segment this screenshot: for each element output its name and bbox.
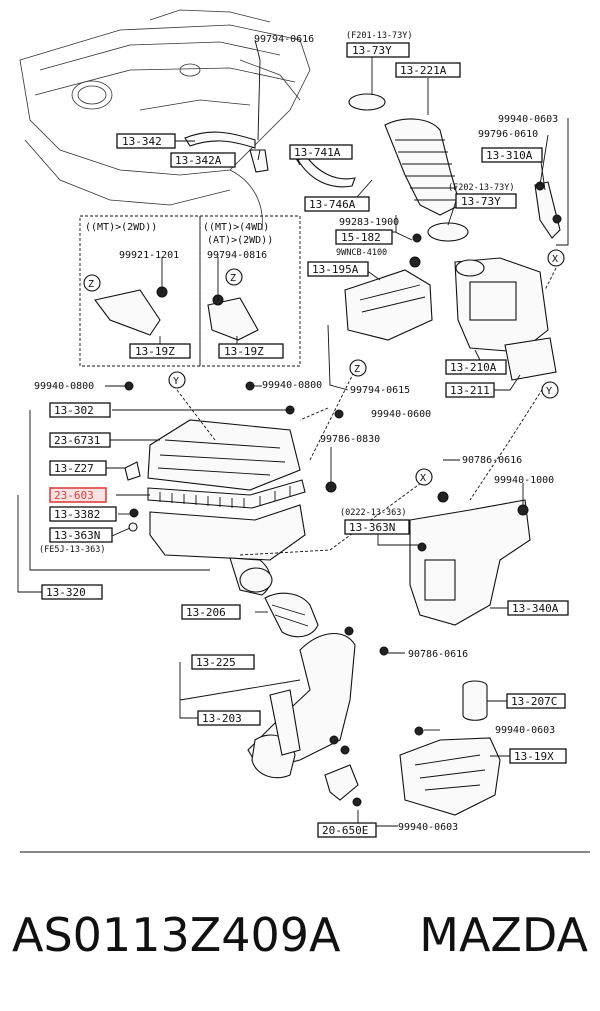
intake-hose-lower — [264, 592, 319, 638]
air-cleaner-cover — [147, 419, 301, 491]
callout-labels: 99794-0616 (F201-13-73Y) 99940-0603 9979… — [34, 31, 558, 833]
highlighted-part-label: 23-603 — [54, 489, 94, 502]
cylinder-part — [462, 680, 488, 721]
callout-label: 99796-0610 — [478, 129, 538, 140]
callout-label: 99794-0616 — [254, 34, 314, 45]
callout-label: 9WNCB-4100 — [336, 248, 387, 258]
intake-pipe — [247, 626, 389, 779]
marker-x: X — [552, 254, 558, 265]
engine-outline — [19, 9, 311, 231]
variant-labels: ((MT)>(2WD)) ((MT)>(4WD) (AT)>(2WD)) — [85, 222, 273, 246]
marker-z: Z — [354, 364, 360, 375]
bracket-x-top — [534, 181, 562, 239]
part-label: 13-73Y — [461, 195, 501, 208]
part-labels: 13-73Y 13-221A 13-342 13-342A 13-741A 13… — [41, 42, 569, 838]
callout-label: (0222-13-363) — [340, 508, 407, 518]
air-filter-element — [147, 479, 306, 509]
parts-diagram: 99794-0616 (F201-13-73Y) 99940-0603 9979… — [17, 9, 590, 853]
part-label: 13-340A — [512, 602, 559, 615]
air-cleaner-case — [149, 504, 306, 596]
part-label: 13-741A — [294, 146, 341, 159]
part-label: 13-363N — [54, 529, 100, 542]
part-label: 13-19X — [514, 750, 554, 763]
part-label: 13-211 — [450, 384, 490, 397]
part-label: 13-Z27 — [54, 462, 94, 475]
part-label: 13-225 — [196, 656, 236, 669]
part-label: 13-210A — [450, 361, 497, 374]
air-cleaner-bracket — [409, 491, 531, 626]
markers: Z Z Z X X Y Y — [83, 249, 565, 486]
callout-label: 99940-0600 — [371, 409, 431, 420]
marker-z: Z — [230, 273, 236, 284]
leader-lines — [17, 39, 569, 829]
part-label: 13-363N — [349, 521, 395, 534]
part-label: 13-203 — [202, 712, 242, 725]
part-label: 15-182 — [341, 231, 381, 244]
callout-label: 99794-0816 — [207, 250, 267, 261]
part-label: 13-746A — [309, 198, 356, 211]
callout-label: 90786-0616 — [408, 649, 468, 660]
brand-caption: MAZDA — [419, 908, 588, 962]
callout-label: 99283-1900 — [339, 217, 399, 228]
part-label: 13-342A — [175, 154, 222, 167]
part-label: 13-207C — [511, 695, 557, 708]
highlighted-part-box — [49, 487, 107, 503]
cover-19x — [399, 726, 501, 816]
marker-z: Z — [88, 279, 94, 290]
marker-y: Y — [173, 376, 179, 387]
callout-label: 90786-0616 — [462, 455, 522, 466]
callout-label: 99940-1000 — [494, 475, 554, 486]
part-label: 13-3382 — [54, 508, 100, 521]
intake-duct — [348, 93, 469, 242]
callout-label: (F201-13-73Y) — [346, 31, 413, 41]
callout-label: 99940-0603 — [398, 822, 458, 833]
part-label: 23-6731 — [54, 434, 100, 447]
callout-label: 99940-0800 — [34, 381, 94, 392]
callout-label: 99794-0615 — [350, 385, 410, 396]
pcv-hose — [184, 131, 356, 188]
footer: AS0113Z409A MAZDA — [0, 895, 600, 975]
marker-y: Y — [546, 386, 552, 397]
callout-label: 99786-0830 — [320, 434, 380, 445]
part-label: 13-302 — [54, 404, 94, 417]
marker-x: X — [420, 473, 426, 484]
part-label: 13-19Z — [224, 345, 264, 358]
part-label: 13-206 — [186, 606, 226, 619]
part-label: 13-195A — [312, 263, 359, 276]
part-label: 13-19Z — [135, 345, 175, 358]
callout-label: (FE5J-13-363) — [39, 545, 106, 555]
part-number-caption: AS0113Z409A — [12, 908, 341, 962]
variant-label-2wd: ((MT)>(2WD)) — [85, 222, 157, 233]
callout-label: 99940-0603 — [495, 725, 555, 736]
callout-label: 99921-1201 — [119, 250, 179, 261]
part-label: 13-310A — [486, 149, 533, 162]
part-label: 13-73Y — [352, 44, 392, 57]
callout-label: 99940-0603 — [498, 114, 558, 125]
callout-label: (F202-13-73Y) — [448, 183, 515, 193]
variant-label-4wd: ((MT)>(4WD) — [203, 222, 269, 233]
part-label: 13-320 — [46, 586, 86, 599]
airflow-meter — [454, 257, 557, 381]
part-label: 13-221A — [400, 64, 447, 77]
resonator — [344, 233, 433, 341]
part-label: 13-342 — [122, 135, 162, 148]
bracket-lower — [324, 745, 362, 807]
callout-label: 99940-0800 — [262, 380, 322, 391]
variant-label-at: (AT)>(2WD)) — [207, 235, 273, 246]
part-label: 20-650E — [322, 824, 368, 837]
